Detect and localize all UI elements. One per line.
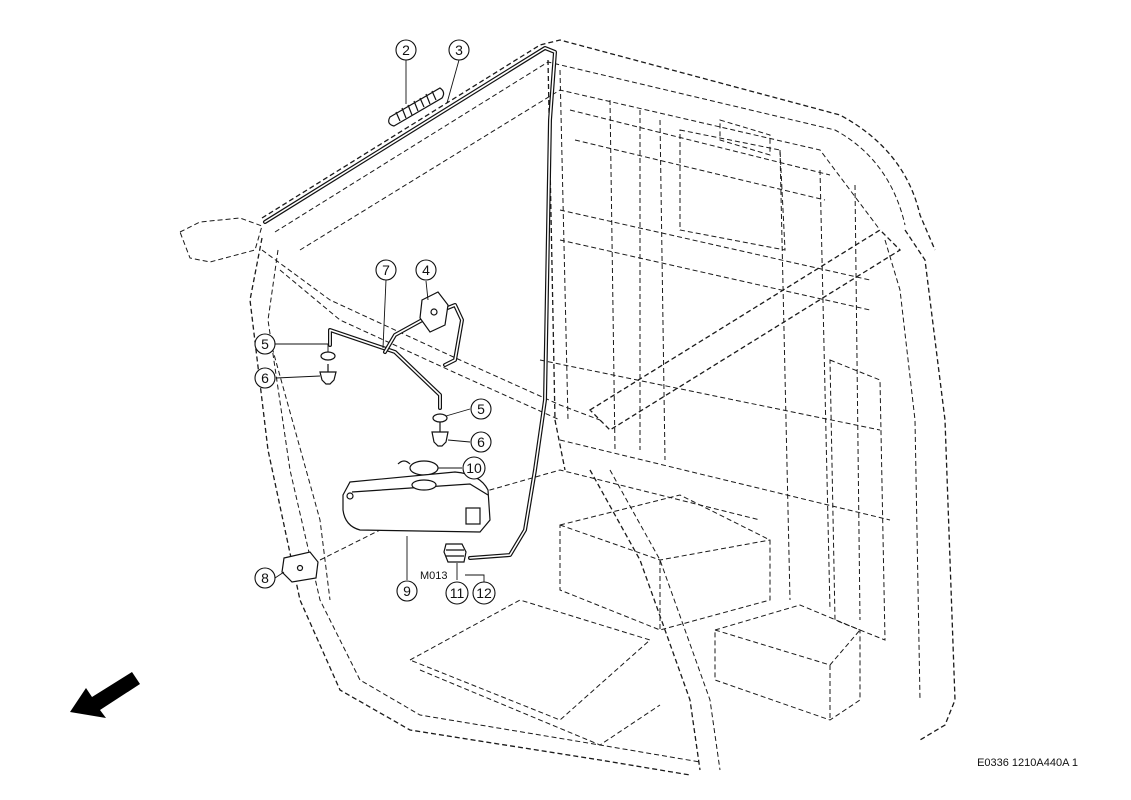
rear-right-pillar [904, 229, 956, 741]
connector-pin [430, 308, 438, 316]
forward-direction-arrow-icon [70, 672, 140, 718]
windshield-lower-edge-2 [279, 269, 561, 421]
callout-5-left-label: 5 [261, 336, 269, 352]
nozzle-right-body [431, 431, 449, 447]
callout-6-right: 6 [470, 431, 492, 453]
callout-7-label: 7 [382, 262, 390, 278]
spiral-wrap [388, 87, 445, 127]
callout-4: 4 [415, 259, 437, 281]
callout-11: 11 [445, 581, 469, 605]
washer-hose [263, 46, 557, 560]
roof-outline [261, 39, 936, 251]
nozzle-left-body [319, 371, 337, 385]
tank-cap [397, 460, 439, 476]
rear-right-pillar-inner [884, 239, 921, 701]
callout-6-left: 6 [254, 367, 276, 389]
nozzle-harness [328, 303, 464, 410]
upper-hinge [179, 217, 263, 263]
cap-body [409, 460, 439, 476]
hinge-hole [296, 564, 304, 572]
callout-5-right-label: 5 [477, 401, 485, 417]
nozzle-left [319, 351, 337, 385]
harness-pipe-inner [329, 329, 441, 409]
floor-strut-2 [609, 469, 721, 771]
callout-2-label: 2 [402, 42, 410, 58]
cap-strap [397, 460, 411, 465]
floor-plate-2 [419, 669, 661, 746]
seat-base-box-top [559, 524, 771, 561]
cross-beam-3 [539, 359, 881, 431]
callout-12-label: 12 [476, 585, 492, 601]
middle-pillar-inner [559, 69, 569, 421]
rear-post-6 [854, 184, 861, 621]
pump-body [443, 543, 467, 563]
seal-right [432, 413, 448, 423]
lower-hinge [281, 551, 319, 583]
tank-filler-neck [411, 479, 437, 491]
hose-main-run-inner [264, 47, 556, 559]
spiral-rings [395, 90, 437, 122]
tank-top-edge [351, 483, 489, 496]
seal-left [320, 351, 336, 361]
front-left-pillar-inner [267, 249, 701, 763]
floor-plate [408, 599, 651, 721]
callout-7: 7 [375, 259, 397, 281]
floor-front-edge [319, 469, 761, 561]
callout-8: 8 [254, 567, 276, 589]
nozzle-right [431, 413, 449, 447]
cross-beam-1 [559, 209, 871, 281]
rear-window [679, 129, 786, 251]
callout-9-label: 9 [403, 583, 411, 599]
console-box-top [714, 629, 861, 720]
callout-3: 3 [448, 39, 470, 61]
cab-frame [179, 39, 956, 776]
diagonal-crossbar [588, 229, 902, 431]
callout-10-label: 10 [466, 460, 482, 476]
connector-block [419, 291, 449, 333]
harness-pipe [328, 328, 442, 410]
leader-lines [274, 59, 485, 583]
cross-beam-2 [559, 239, 871, 311]
pump-ribs [446, 549, 464, 557]
callout-6-right-label: 6 [477, 434, 485, 450]
callout-5-right: 5 [470, 398, 492, 420]
tank-bracket [465, 507, 481, 525]
roof-rail [299, 89, 881, 251]
cross-beam-4 [559, 439, 891, 521]
tank-mount-hole [346, 492, 354, 500]
callout-6-left-label: 6 [261, 370, 269, 386]
callout-8-label: 8 [261, 570, 269, 586]
callout-4-label: 4 [422, 262, 430, 278]
washer-pump [443, 543, 467, 563]
harness-branch-inner [384, 304, 463, 366]
console-box [714, 604, 861, 721]
callout-10: 10 [462, 456, 486, 480]
rear-corner-panel [829, 359, 886, 641]
callout-3-label: 3 [455, 42, 463, 58]
rear-post-4 [779, 149, 791, 601]
rear-post-1 [609, 99, 616, 451]
callout-9: 9 [396, 580, 418, 602]
front-left-pillar [249, 237, 691, 776]
drawing-reference: E0336 1210A440A 1 [977, 757, 1078, 769]
callout-5-left: 5 [254, 333, 276, 355]
rear-bracket-1 [719, 119, 771, 156]
component-code: M013 [420, 570, 448, 582]
roof-inner [274, 61, 906, 233]
rear-post-3 [659, 119, 666, 461]
callout-11-label: 11 [450, 585, 465, 601]
floor-strut [589, 469, 701, 771]
washer-tank [342, 471, 491, 533]
callout-2: 2 [395, 39, 417, 61]
rear-post-5 [819, 169, 831, 611]
roof-crossbar [569, 109, 831, 201]
windshield-lower-edge [261, 249, 601, 421]
seat-base-box [559, 494, 771, 631]
left-lower-rail [269, 339, 331, 601]
callout-12: 12 [472, 581, 496, 605]
